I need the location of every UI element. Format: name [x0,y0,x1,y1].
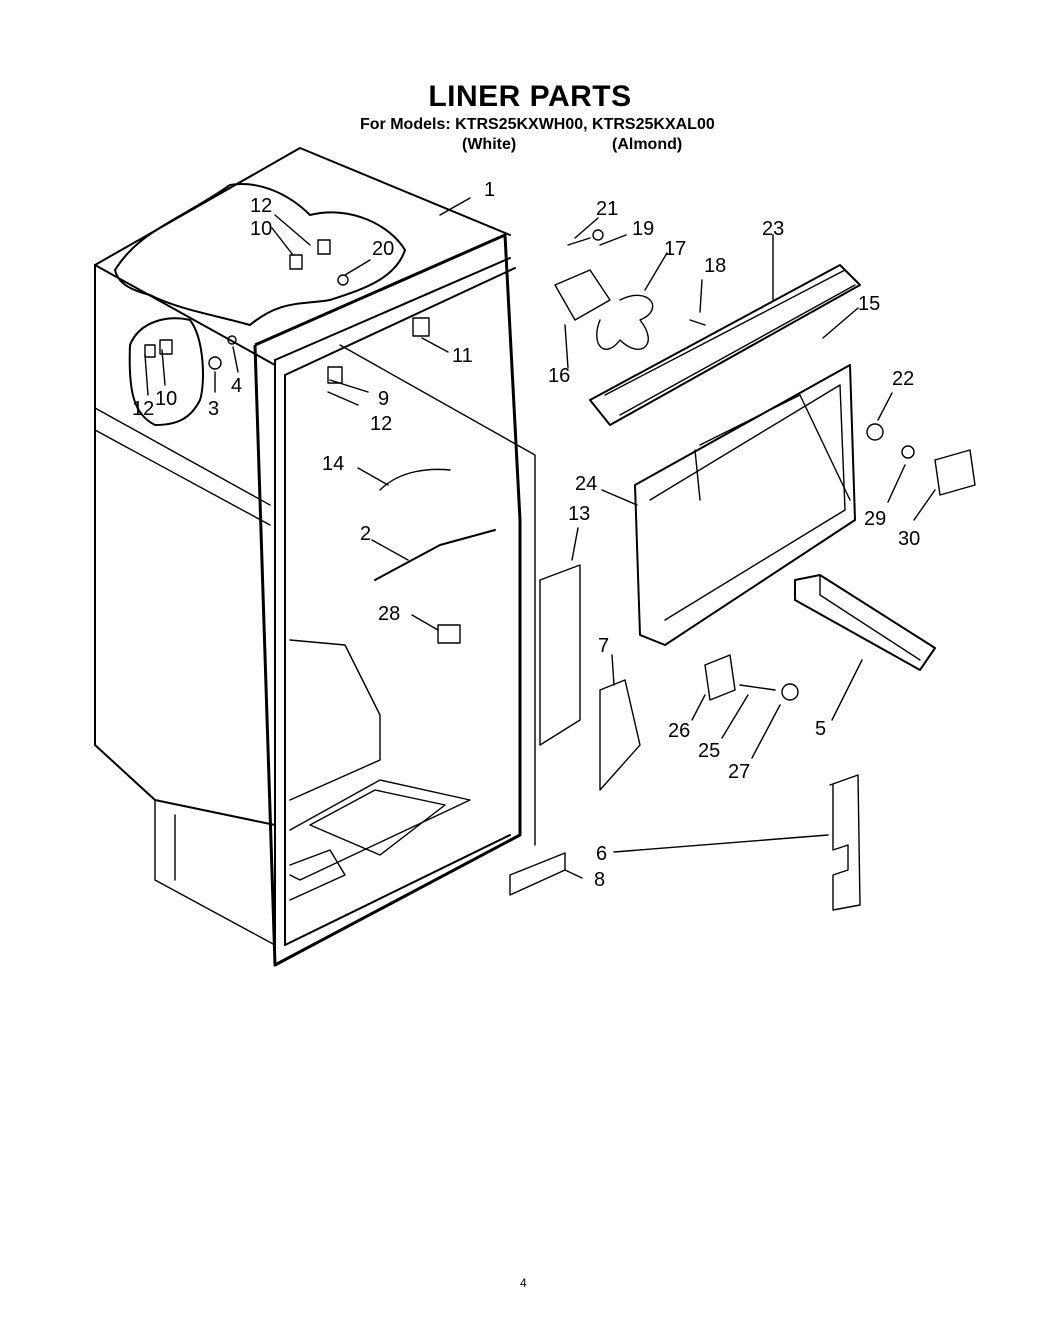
callout-25: 25 [698,740,720,762]
cabinet-shell [94,147,511,946]
insulation-plates [599,654,861,911]
callout-23: 23 [762,218,784,240]
fan-assembly [554,229,706,350]
page-mark: 4 [520,1276,527,1290]
callout-28: 28 [378,603,400,625]
callout-16: 16 [548,365,570,387]
callout-12c: 12 [370,413,392,435]
callout-3: 3 [208,398,219,420]
leader-lines [144,197,936,879]
callout-9: 9 [378,388,389,410]
callout-7: 7 [598,635,609,657]
callout-4: 4 [231,375,242,397]
callout-5: 5 [815,718,826,740]
callout-22: 22 [892,368,914,390]
callout-10b: 10 [155,388,177,410]
callout-18: 18 [704,255,726,277]
callout-12a: 12 [250,195,272,217]
callout-15: 15 [858,293,880,315]
callout-26: 26 [668,720,690,742]
callout-29: 29 [864,508,886,530]
callout-11: 11 [452,345,473,367]
callout-30: 30 [898,528,920,550]
cabinet-hardware [144,239,581,896]
color-almond-label: (Almond) [612,136,683,153]
liner-frame [253,233,536,967]
rear-cover-panel [634,364,856,646]
bracket [794,574,936,671]
callout-20: 20 [372,238,394,260]
callout-8: 8 [594,869,605,891]
light-parts [866,423,976,496]
callout-10a: 10 [250,218,272,240]
callout-19: 19 [632,218,654,240]
callout-21: 21 [596,198,618,220]
callout-2: 2 [360,523,371,545]
callout-12b: 12 [132,398,154,420]
callout-6: 6 [596,843,607,865]
callout-17: 17 [664,238,686,260]
callout-27: 27 [728,761,750,783]
page-title: LINER PARTS [428,80,632,113]
callout-14: 14 [322,453,344,475]
model-numbers: For Models: KTRS25KXWH00, KTRS25KXAL00 [360,116,715,133]
air-duct [589,264,861,426]
foam-seal-outline [114,183,406,426]
callout-1: 1 [484,179,495,201]
callout-13: 13 [568,503,590,525]
color-white-label: (White) [462,136,517,153]
callout-labels: 1 2 3 4 5 6 7 8 9 10 10 11 12 12 12 13 1… [132,179,920,891]
callout-24: 24 [575,473,597,495]
